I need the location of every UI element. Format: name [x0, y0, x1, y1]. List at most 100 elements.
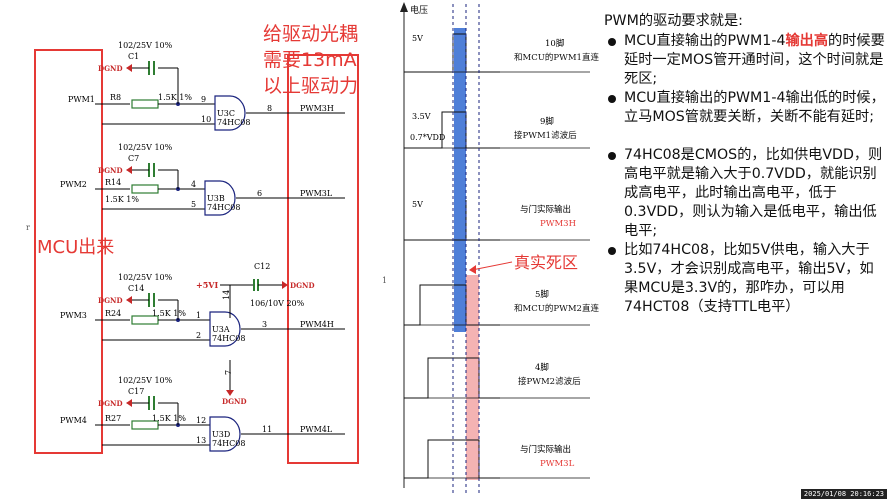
pwm2-dead-zone-band: [466, 275, 479, 480]
gate-pin-b: 10: [201, 115, 211, 124]
ground-label: DGND: [98, 399, 123, 408]
gate-part: 74HC08: [207, 203, 240, 212]
gate-pin-out: 6: [257, 189, 262, 198]
gate-pin-out: 3: [262, 320, 267, 329]
gate-pin-a: 9: [201, 95, 206, 104]
note-spacer: [604, 127, 886, 146]
capacitor-ref: C7: [128, 154, 139, 163]
resistor-ref: R14: [105, 178, 121, 187]
supply-gnd-top: DGND: [290, 281, 315, 290]
resistor-value: 1.5K 1%: [158, 93, 192, 102]
resistor-value: 1.5K 1%: [152, 309, 186, 318]
resistor: [131, 99, 159, 109]
gate-pin-a: 1: [196, 311, 201, 320]
resistor-value: 1.5K 1%: [105, 195, 139, 204]
trace-waveform: [404, 439, 500, 479]
pwm-output-label: PWM4L: [300, 425, 333, 434]
trace-desc-line2: PWM3H: [540, 219, 576, 229]
ground-symbol: [126, 399, 132, 407]
notes-heading: PWM的驱动要求就是:: [604, 13, 743, 29]
note-1-highlight: 输出高: [785, 33, 829, 49]
ground-label: DGND: [98, 296, 123, 305]
trace-desc-line1: 与门实际输出: [520, 444, 571, 455]
pwm1-high-band: [454, 28, 466, 332]
gate-pin-a: 4: [191, 180, 196, 189]
pwm-input-label: PWM2: [60, 180, 87, 189]
trace-desc-line2: PWM3L: [540, 459, 575, 469]
capacitor-value: 102/25V 10%: [118, 143, 173, 152]
and-gate: [209, 311, 241, 347]
pwm-output-label: PWM3L: [300, 189, 333, 198]
annotation-line-2: 需要13mA: [263, 49, 357, 71]
gate-part: 74HC08: [212, 334, 245, 343]
ground-label: DGND: [98, 166, 123, 175]
note-bullet-3: 74HC08是CMOS的，比如供电VDD，则高电平就是输入大于0.7VDD，就能…: [604, 146, 886, 241]
capacitor-ref: C17: [128, 387, 144, 396]
note-bullet-1: MCU直接输出的PWM1-4输出高的时候要延时一定MOS管开通时间，这个时间就是…: [604, 32, 886, 89]
trace-level-label: 5V: [412, 200, 423, 209]
pwm-input-label: PWM1: [68, 95, 95, 104]
capacitor-value: 102/25V 10%: [118, 376, 173, 385]
resistor-ref: R27: [105, 414, 121, 423]
gate-ref: U3A: [212, 325, 230, 334]
annotation-mcu: MCU出来: [37, 237, 114, 258]
capacitor-value: 102/25V 10%: [118, 41, 173, 50]
resistor: [131, 184, 159, 194]
note-1-text-end: 的时候要延时一定MOS管开通时间，这个时间就是死区;: [624, 33, 885, 87]
note-1-text-start: MCU直接输出的PWM1-4: [624, 33, 786, 49]
trace-level-label: 3.5V: [412, 112, 431, 121]
trace-desc-line2: 和MCU的PWM1直连: [514, 52, 599, 63]
mcu-highlight-box: [34, 49, 103, 454]
gate-pin-out: 8: [267, 104, 272, 113]
supply-cap-ref: C12: [254, 262, 270, 271]
trace-level-label: 5V: [412, 34, 423, 43]
supply-section: +5VI 14 C12 106/10V 20% DGND 7 DGND: [196, 262, 315, 406]
gate-pin-out: 11: [262, 425, 272, 434]
ground-symbol: [126, 64, 132, 72]
and-gate: [204, 180, 236, 216]
gate-ref: U3D: [212, 430, 230, 439]
trace-desc-line1: 10脚: [545, 38, 564, 49]
capacitor-value: 102/25V 10%: [118, 273, 173, 282]
capacitor-ref: C14: [128, 284, 144, 293]
trace-waveform: [404, 284, 500, 326]
trace-desc-line1: 9脚: [540, 116, 554, 127]
gate-ref: U3B: [207, 194, 225, 203]
pwm-output-label: PWM4H: [300, 320, 334, 329]
dead-zone-arrow: [471, 261, 513, 271]
supply-gnd-bottom: DGND: [222, 397, 247, 406]
notes-list: MCU直接输出的PWM1-4输出高的时候要延时一定MOS管开通时间，这个时间就是…: [604, 32, 886, 317]
timing-axis-arrow: [400, 2, 408, 12]
pwm-input-label: PWM4: [60, 416, 87, 425]
gate-pin-a: 12: [196, 416, 206, 425]
timing-axis-label: 电压: [410, 4, 428, 16]
note-2-text: MCU直接输出的PWM1-4输出低的时候，立马MOS管就要关断，关断不能有延时;: [624, 90, 885, 125]
supply-cap-value: 106/10V 20%: [250, 299, 305, 308]
note-bullet-2: MCU直接输出的PWM1-4输出低的时候，立马MOS管就要关断，关断不能有延时;: [604, 89, 886, 127]
ground-symbol: [126, 166, 132, 174]
gate-pin-b: 13: [196, 436, 206, 445]
trace-desc-line2: 接PWM2滤波后: [518, 376, 581, 387]
schematic-left-marker: r: [26, 223, 30, 232]
gate-pin-b: 5: [191, 200, 196, 209]
resistor-value: 1.5K 1%: [152, 414, 186, 423]
gate-part: 74HC08: [212, 439, 245, 448]
note-bullet-4: 比如74HC08，比如5V供电，输入大于3.5V，才会识别成高电平，输出5V，如…: [604, 241, 886, 317]
gnd-pin-number: 7: [224, 370, 233, 375]
trace-level2-label: 0.7*VDD: [410, 133, 445, 142]
ground-label: DGND: [98, 64, 123, 73]
resistor-ref: R8: [110, 93, 121, 102]
driver-highlight-box: [287, 54, 359, 464]
trace-desc-line2: 接PWM1滤波后: [514, 130, 577, 141]
dead-zone-arrowhead: [469, 265, 476, 274]
note-3-text: 74HC08是CMOS的，比如供电VDD，则高电平就是输入大于0.7VDD，就能…: [624, 147, 883, 239]
note-4-text: 比如74HC08，比如5V供电，输入大于3.5V，才会识别成高电平，输出5V，如…: [624, 242, 874, 315]
annotation-line-3: 以上驱动力: [263, 75, 358, 97]
channel-pwm4: PWM4 R27 1.5K 1% DGND C17 102/25V 10% 12 13 U3D7…: [60, 376, 345, 452]
vcc-pin-number: 14: [222, 290, 231, 300]
trace-desc-line1: 4脚: [535, 362, 549, 373]
trace-desc-line1: 与门实际输出: [520, 204, 571, 215]
